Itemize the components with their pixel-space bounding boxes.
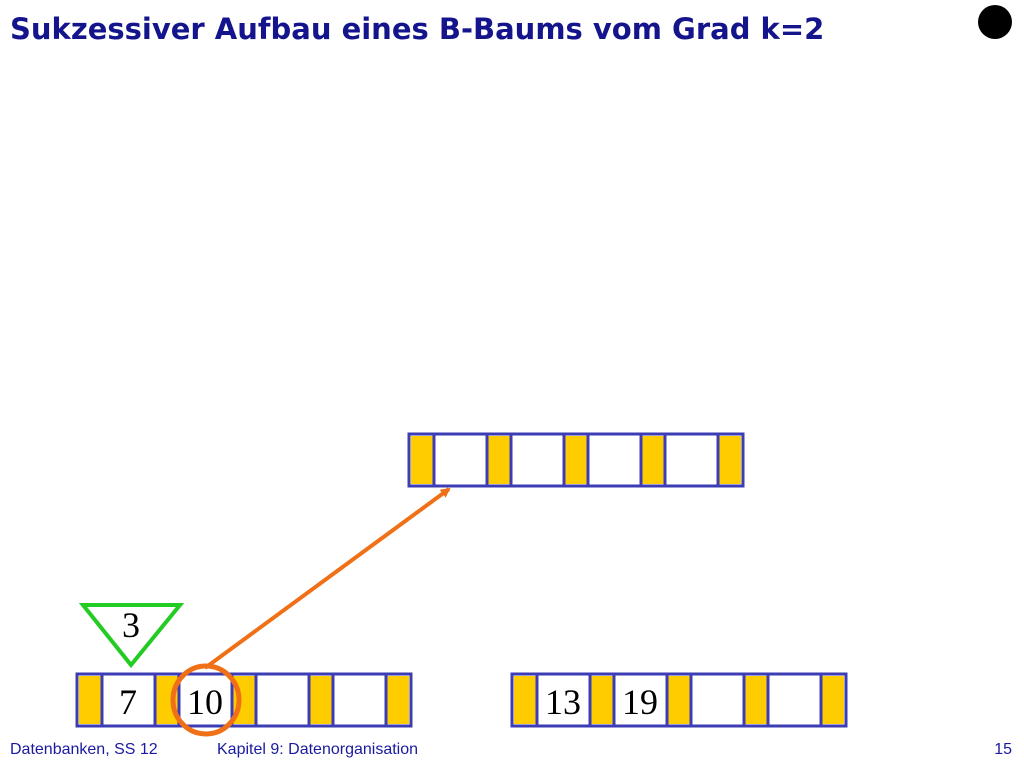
root-node — [407, 432, 745, 488]
highlight-circle — [170, 663, 242, 737]
insert-key-value: 3 — [122, 605, 140, 645]
pointer-slot — [79, 676, 101, 724]
pointer-slot — [642, 436, 664, 484]
footer-page-number: 15 — [994, 741, 1012, 758]
pointer-slot — [668, 676, 690, 724]
pointer-slot — [411, 436, 433, 484]
pointer-slot — [822, 676, 844, 724]
insert-triangle-icon — [78, 603, 185, 669]
bullet-dot-icon — [978, 5, 1012, 39]
pointer-slot — [745, 676, 767, 724]
promote-arrow — [203, 487, 451, 670]
key-value: 13 — [545, 682, 581, 722]
pointer-slot — [565, 436, 587, 484]
key-value: 7 — [119, 682, 137, 722]
pointer-slot — [387, 676, 409, 724]
slide-title: Sukzessiver Aufbau eines B-Baums vom Gra… — [10, 12, 825, 46]
pointer-slot — [514, 676, 536, 724]
pointer-slot — [488, 436, 510, 484]
footer-chapter: Kapitel 9: Datenorganisation — [217, 741, 419, 758]
insert-marker: 3 — [78, 603, 185, 669]
pointer-slot — [591, 676, 613, 724]
left-leaf-node: 7 10 — [75, 672, 413, 728]
key-value: 19 — [622, 682, 658, 722]
footer-course: Datenbanken, SS 12 — [10, 741, 158, 758]
pointer-slot — [719, 436, 741, 484]
right-leaf-node: 13 19 — [510, 672, 848, 728]
key-value: 10 — [187, 682, 223, 722]
pointer-slot — [310, 676, 332, 724]
